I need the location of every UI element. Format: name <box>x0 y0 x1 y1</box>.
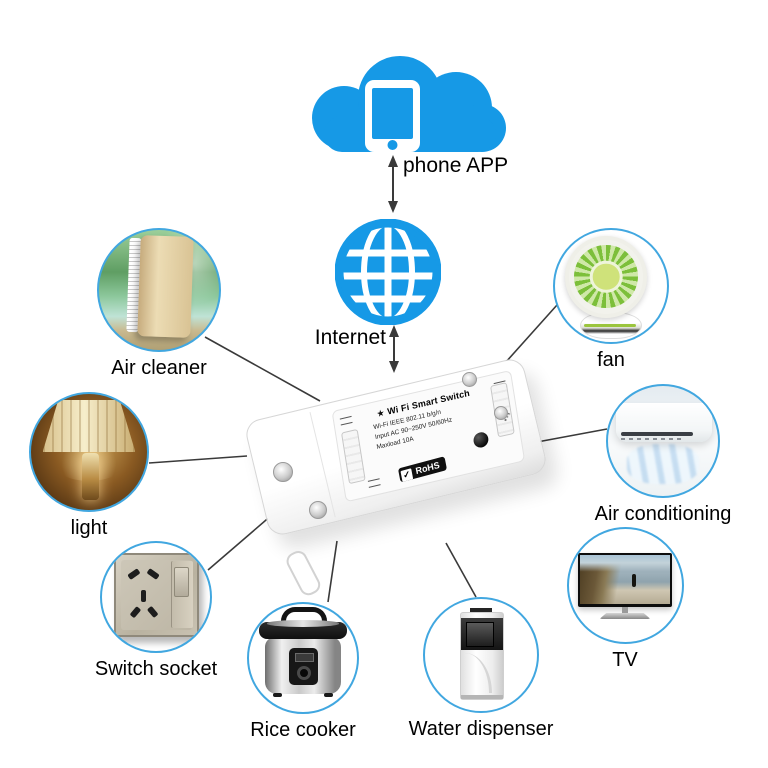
fan-base-stripe <box>584 324 636 328</box>
screw-icon <box>309 501 327 519</box>
rice-cooker-image <box>247 602 359 714</box>
screw-icon <box>494 406 508 420</box>
lamp-base <box>82 453 100 500</box>
fan-hub <box>589 260 623 293</box>
light-image <box>29 392 149 512</box>
rohs-badge: ✓RoHS <box>397 456 447 483</box>
air-cleaner-image <box>97 228 221 352</box>
device-body: ★ Wi Fi Smart Switch Wi-Fi IEEE 802.11 b… <box>243 356 549 599</box>
tv-label: TV <box>612 649 638 671</box>
dispenser-recess <box>465 621 495 648</box>
fan-head <box>565 235 647 318</box>
phone-app-label: phone APP <box>403 154 509 177</box>
ac-airflow <box>626 444 700 484</box>
lamp-shade <box>42 399 136 452</box>
node-air-conditioning: Air conditioning <box>578 384 748 526</box>
cooker-knob <box>296 665 311 680</box>
socket-rocker <box>173 566 189 598</box>
node-switch-socket: Switch socket <box>71 541 241 681</box>
node-tv: TV <box>540 527 710 672</box>
node-water-dispenser: Water dispenser <box>396 597 566 741</box>
ac-vent-dots <box>621 438 686 441</box>
tv-screen <box>580 555 670 605</box>
fan-label: fan <box>597 349 625 371</box>
air-purifier-body <box>136 235 194 338</box>
cooker-foot <box>323 692 334 697</box>
internet-label: Internet <box>314 326 386 349</box>
device-label-panel: ★ Wi Fi Smart Switch Wi-Fi IEEE 802.11 b… <box>331 369 526 503</box>
water-dispenser-image <box>423 597 539 713</box>
tv-surfer-figure <box>632 573 636 587</box>
cable-notch <box>283 547 324 599</box>
cooker-foot <box>272 692 283 697</box>
fan-image <box>553 228 669 344</box>
air-conditioning-image <box>606 384 720 498</box>
dispenser-cabinet <box>459 612 505 700</box>
cloud-icon <box>312 56 506 152</box>
cooker-display <box>295 652 314 663</box>
tv-image <box>566 527 684 644</box>
tv-stand-neck <box>621 606 629 614</box>
dispenser-base <box>460 695 504 699</box>
socket-hole <box>140 589 146 602</box>
light-label: light <box>70 517 108 539</box>
smartphone-icon <box>365 80 420 152</box>
cooker-lid <box>258 622 348 639</box>
cooker-handle <box>281 607 327 624</box>
node-light: light <box>4 392 174 540</box>
dispenser-curve <box>464 652 492 694</box>
screw-icon <box>462 372 477 387</box>
ac-vent <box>621 432 694 436</box>
switch-socket-label: Switch socket <box>94 658 218 680</box>
check-icon: ✓ <box>400 467 414 482</box>
cooker-lid-rim <box>267 620 339 627</box>
brand-logo-icon: ★ <box>375 406 386 419</box>
panel-mark <box>367 478 381 488</box>
socket-plate <box>113 552 199 637</box>
smart-switch-device: ★ Wi Fi Smart Switch Wi-Fi IEEE 802.11 b… <box>243 356 549 599</box>
air-conditioning-label: Air conditioning <box>594 503 732 525</box>
dispenser-top-panel <box>460 617 504 651</box>
ac-unit <box>615 402 713 443</box>
rice-cooker-label: Rice cooker <box>250 719 356 741</box>
node-air-cleaner: Air cleaner <box>74 228 244 380</box>
switch-socket-image <box>100 541 212 653</box>
device-button <box>472 430 490 450</box>
globe-icon <box>335 219 441 325</box>
cloud-internet-arrow <box>388 155 398 213</box>
screw-icon <box>273 462 293 482</box>
air-cleaner-label: Air cleaner <box>111 357 207 379</box>
node-rice-cooker: Rice cooker <box>218 602 388 742</box>
water-dispenser-label: Water dispenser <box>408 718 554 740</box>
dispenser-cap <box>469 607 493 614</box>
node-fan: fan <box>526 228 696 372</box>
tv-frame <box>577 552 673 607</box>
tv-stand <box>599 612 651 620</box>
